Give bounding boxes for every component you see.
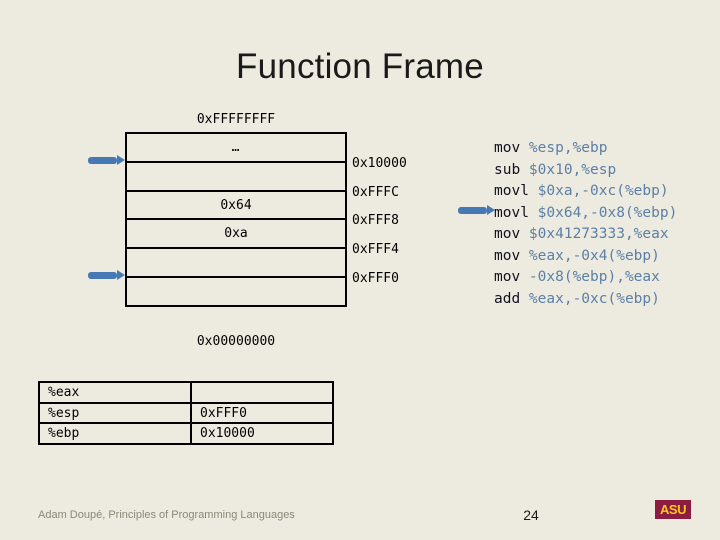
assembly-line: mov %eax,-0x4(%ebp) [494, 246, 677, 268]
assembly-operands: %eax,-0x4(%ebp) [528, 247, 660, 264]
instruction-pointer-arrow-icon [458, 205, 495, 216]
assembly-operands: -0x8(%ebp),%eax [528, 269, 660, 285]
assembly-code-block: mov %esp,%ebp sub $0x10,%esp movl $0xa,-… [494, 138, 677, 310]
ebp-pointer-arrow-icon [88, 155, 125, 166]
memory-cell: 0x64 [127, 192, 345, 221]
address-label: 0xFFF8 [352, 213, 399, 228]
memory-bottom-address-label: 0x00000000 [196, 334, 276, 349]
assembly-mnemonic: mov [494, 269, 529, 285]
memory-cell [127, 278, 345, 305]
assembly-mnemonic: movl [494, 183, 538, 199]
memory-stack-table: … 0x64 0xa [125, 132, 347, 307]
asu-logo-icon: ASU [655, 500, 691, 519]
memory-cell [127, 249, 345, 279]
assembly-operands: $0xa,-0xc(%ebp) [537, 183, 669, 199]
register-value: 0xFFF0 [200, 405, 247, 421]
memory-cell [127, 163, 345, 192]
assembly-line: sub $0x10,%esp [494, 160, 677, 182]
assembly-operands: %esp,%ebp [528, 140, 608, 156]
memory-cell: 0xa [127, 220, 345, 250]
assembly-mnemonic: mov [494, 226, 529, 242]
assembly-mnemonic: sub [494, 161, 529, 178]
assembly-operands: $0x10,%esp [528, 161, 617, 178]
asu-logo-text: ASU [660, 502, 686, 517]
address-label: 0xFFF4 [352, 242, 399, 257]
assembly-line: movl $0xa,-0xc(%ebp) [494, 181, 677, 203]
register-table: %eax %esp 0xFFF0 %ebp 0x10000 [38, 381, 334, 445]
esp-pointer-arrow-icon [88, 270, 125, 281]
assembly-operands: $0x64,-0x8(%ebp) [537, 204, 678, 221]
memory-cell: … [127, 134, 345, 163]
assembly-operands: %eax,-0xc(%ebp) [528, 290, 660, 307]
memory-top-address-label: 0xFFFFFFFF [196, 112, 276, 127]
assembly-line: mov $0x41273333,%eax [494, 224, 677, 246]
table-row: %eax [40, 383, 332, 404]
address-label: 0x10000 [352, 156, 407, 171]
table-row: %ebp 0x10000 [40, 424, 332, 444]
assembly-mnemonic: movl [494, 204, 538, 221]
page-number: 24 [523, 507, 539, 523]
assembly-line: movl $0x64,-0x8(%ebp) [494, 203, 677, 225]
assembly-line: add %eax,-0xc(%ebp) [494, 289, 677, 311]
assembly-line: mov -0x8(%ebp),%eax [494, 267, 677, 289]
register-value [192, 383, 332, 402]
register-name: %esp [40, 403, 192, 423]
register-name: %eax [40, 383, 192, 402]
assembly-operands: $0x41273333,%eax [528, 226, 669, 242]
address-label: 0xFFF0 [352, 271, 399, 286]
assembly-mnemonic: add [494, 290, 529, 307]
register-name: %ebp [40, 424, 192, 444]
register-value: 0x10000 [200, 426, 255, 442]
assembly-mnemonic: mov [494, 140, 529, 156]
table-row: %esp 0xFFF0 [40, 403, 332, 425]
address-label: 0xFFFC [352, 185, 399, 200]
page-title: Function Frame [236, 47, 484, 86]
assembly-mnemonic: mov [494, 247, 529, 264]
footer-attribution: Adam Doupé, Principles of Programming La… [38, 509, 295, 521]
assembly-line: mov %esp,%ebp [494, 138, 677, 160]
